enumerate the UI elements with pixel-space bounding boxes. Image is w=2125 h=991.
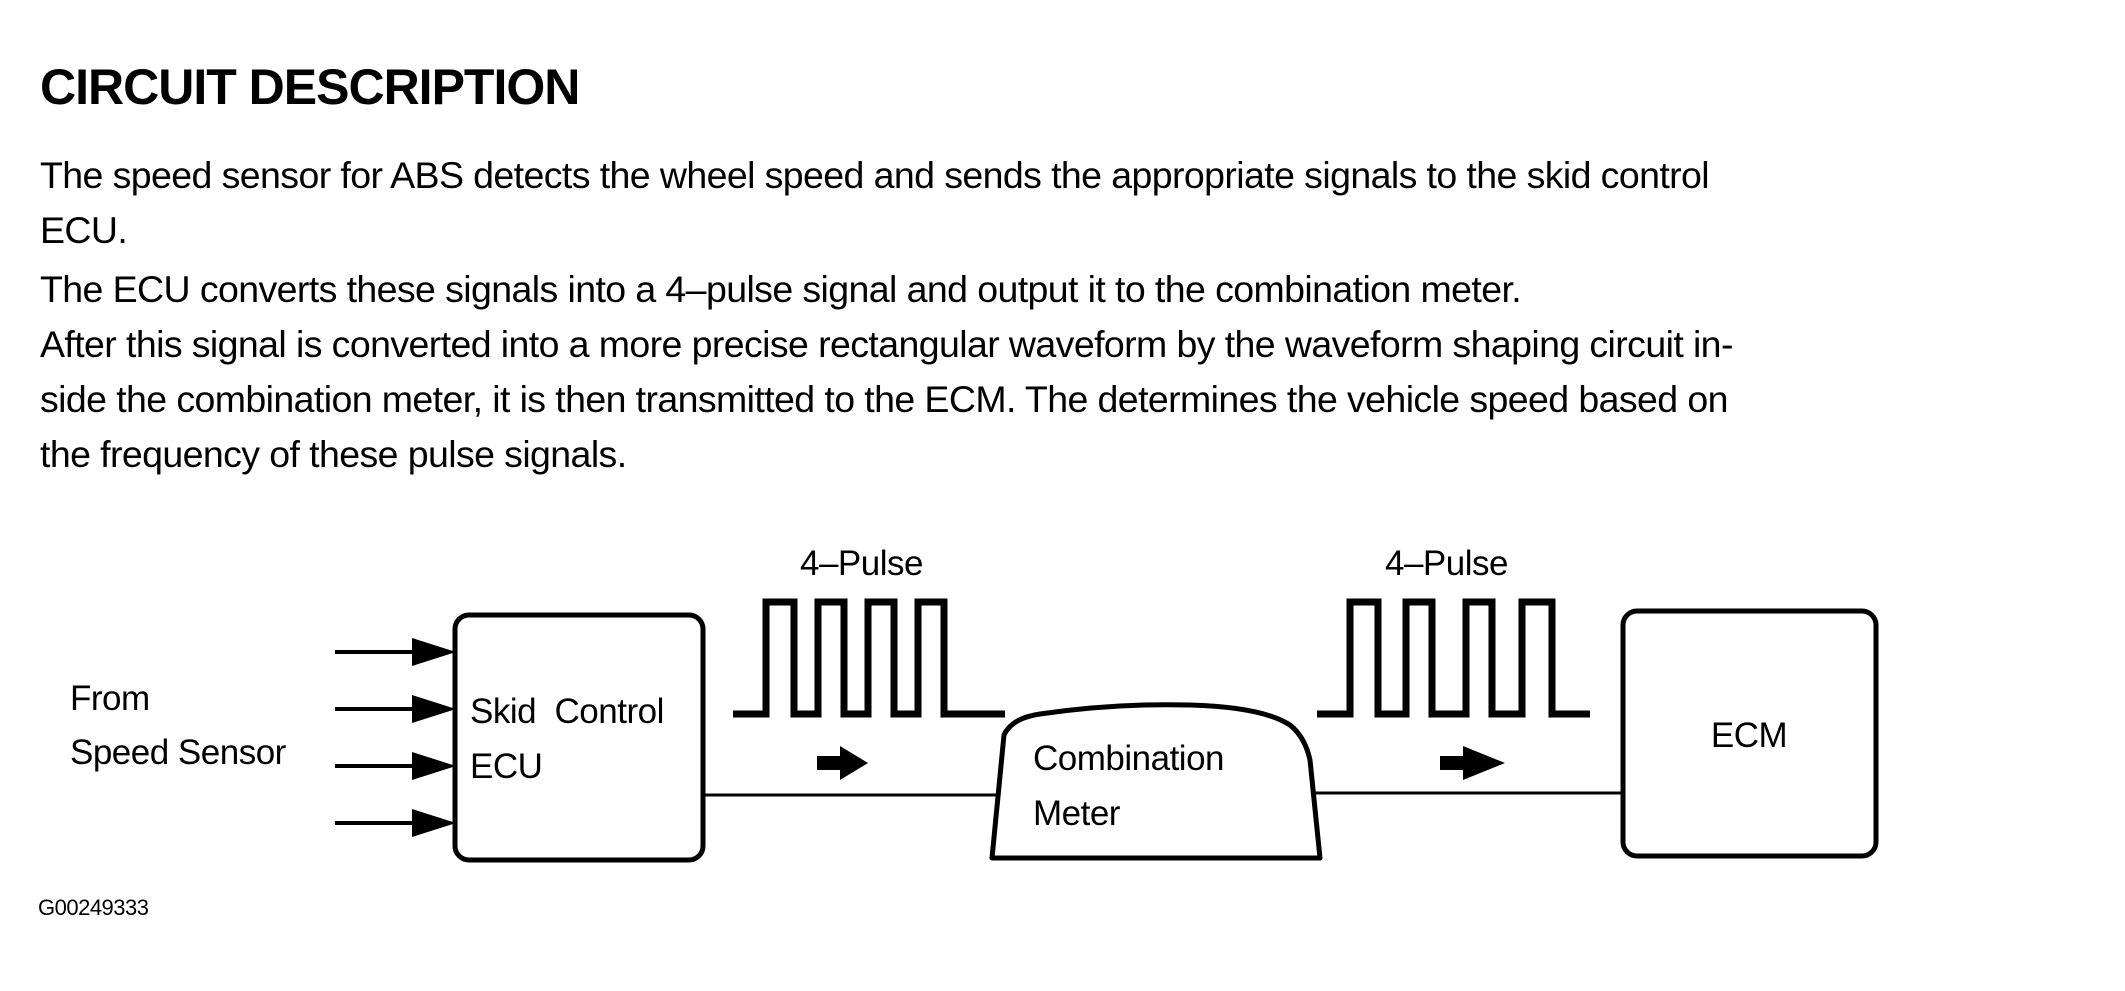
pulse-label-1: 4–Pulse bbox=[800, 544, 923, 583]
paragraph-line: The ECU converts these signals into a 4–… bbox=[40, 268, 1522, 310]
source-label-speed-sensor: Speed Sensor bbox=[70, 733, 287, 772]
paragraph-line: The speed sensor for ABS detects the whe… bbox=[40, 154, 1710, 196]
paragraph-line: the frequency of these pulse signals. bbox=[40, 433, 627, 475]
paragraph-line: side the combination meter, it is then t… bbox=[40, 378, 1728, 420]
section-title: CIRCUIT DESCRIPTION bbox=[40, 59, 580, 115]
ecm-block: ECM bbox=[1620, 608, 1879, 859]
pulse-waveform-1 bbox=[733, 598, 1005, 718]
pulse-label-2: 4–Pulse bbox=[1385, 544, 1508, 583]
paragraph-line: After this signal is converted into a mo… bbox=[40, 323, 1733, 365]
input-arrow-icon bbox=[335, 695, 456, 723]
input-arrows bbox=[335, 638, 456, 837]
paragraph-waveform-shaping: After this signal is converted into a mo… bbox=[40, 317, 1733, 482]
source-label-from: From bbox=[70, 679, 150, 718]
skid-ecu-label-2: ECU bbox=[470, 747, 542, 786]
paragraph-ecu-conversion: The ECU converts these signals into a 4–… bbox=[40, 262, 1522, 317]
direction-arrow-icon bbox=[817, 746, 868, 780]
combination-meter-label: Combination bbox=[1033, 739, 1224, 778]
input-arrow-icon bbox=[335, 638, 456, 666]
figure-id: G00249333 bbox=[38, 895, 149, 920]
direction-arrow-icon bbox=[1440, 746, 1505, 780]
skid-ecu-label: Skid Control bbox=[470, 692, 664, 731]
input-arrow-icon bbox=[335, 809, 456, 837]
paragraph-line: ECU. bbox=[40, 209, 128, 251]
combination-meter-block: Combination Meter bbox=[989, 702, 1323, 861]
skid-control-ecu-block: Skid Control ECU bbox=[452, 612, 706, 863]
combination-meter-label-2: Meter bbox=[1033, 794, 1121, 833]
pulse-waveform-2 bbox=[1317, 598, 1590, 718]
ecm-label: ECM bbox=[1711, 716, 1787, 755]
input-arrow-icon bbox=[335, 752, 456, 780]
paragraph-speed-sensor: The speed sensor for ABS detects the whe… bbox=[40, 148, 1710, 258]
